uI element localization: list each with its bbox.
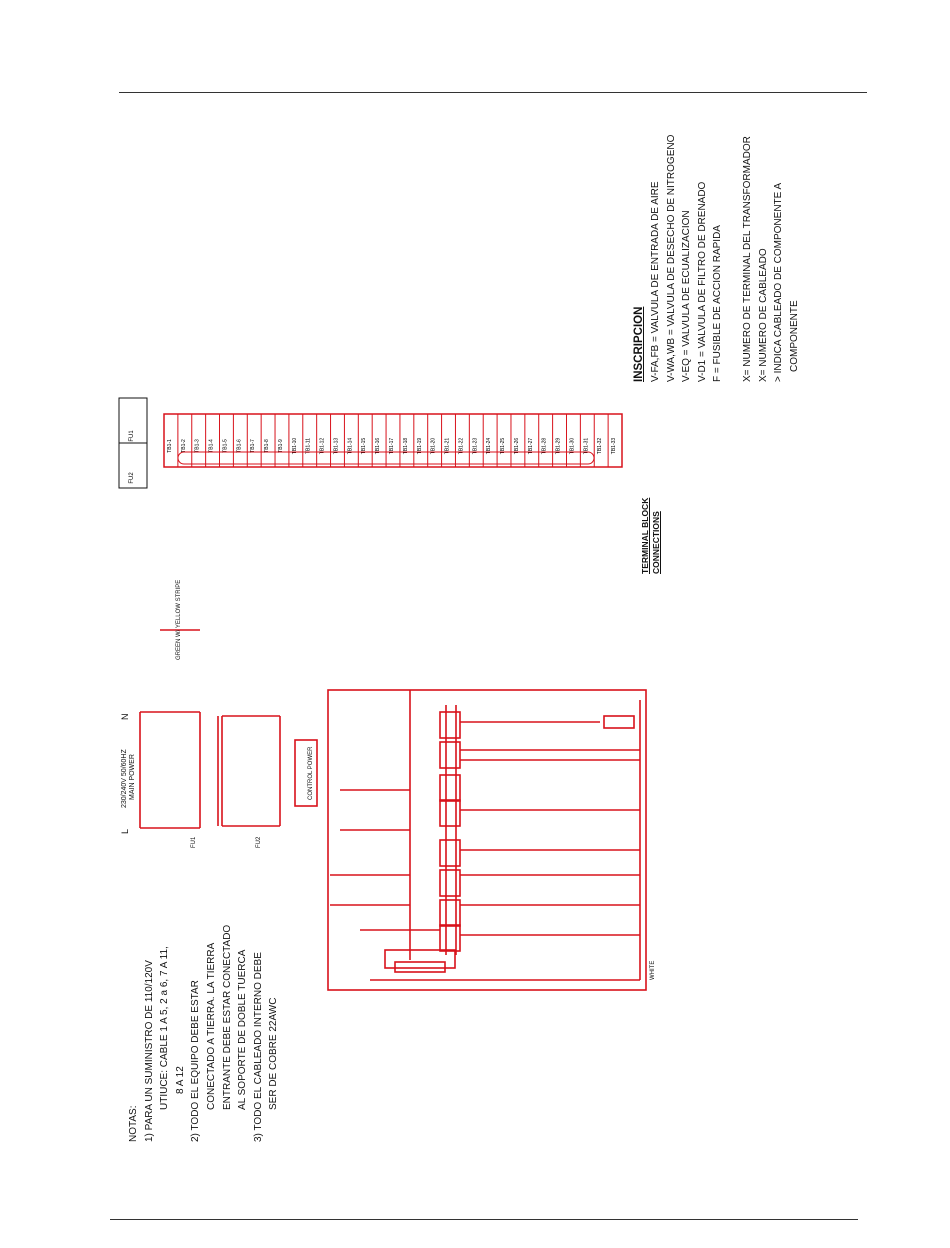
power-label: 230/240V 50/60HZ [121, 749, 128, 808]
terminal-label: TB1-4 [209, 439, 215, 453]
neutral-label: N [120, 714, 130, 721]
terminal-label: TB1-11 [306, 438, 312, 454]
tb-label-fu1: FU1 [129, 430, 135, 442]
terminal-label: TB1-28 [542, 438, 548, 455]
control-power-label: CONTROL POWER [308, 746, 314, 800]
fuse-1-label: FU1 [191, 836, 197, 848]
terminal-label: TB1-25 [500, 438, 506, 455]
terminal-label: TB1-1 [167, 439, 173, 453]
terminal-label: TB1-23 [472, 438, 478, 455]
terminal-label: TB1-7 [250, 439, 256, 453]
terminal-label: TB1-29 [556, 438, 562, 455]
terminal-label: TB1-26 [514, 438, 520, 455]
terminal-label: TB1-10 [292, 438, 298, 455]
terminal-label: TB1-32 [597, 438, 603, 455]
terminal-label: TB1-33 [611, 438, 617, 455]
line-label: L [120, 829, 130, 834]
terminal-label: TB1-2 [181, 439, 187, 453]
terminal-label: TB1-5 [222, 439, 228, 453]
terminal-label: TB1-24 [486, 438, 492, 455]
tb-label-fu2: FU2 [129, 472, 135, 484]
terminal-label: TB1-17 [389, 438, 395, 455]
ground-label: GREEN W/ YELLOW STRIPE [176, 580, 182, 660]
white-label: WHITE [650, 961, 656, 980]
terminal-label: TB1-3 [195, 439, 201, 453]
terminal-label: TB1-31 [583, 438, 589, 455]
terminal-label: TB1-27 [528, 438, 534, 455]
terminal-label: TB1-21 [445, 438, 451, 455]
terminal-label: TB1-13 [333, 438, 339, 455]
terminal-label: TB1-15 [361, 438, 367, 455]
terminal-label: TB1-22 [458, 438, 464, 455]
footer-rule [110, 1219, 858, 1220]
fuse-2-label: FU2 [256, 836, 262, 848]
terminal-label: TB1-18 [403, 438, 409, 455]
terminal-label: TB1-14 [347, 438, 353, 455]
terminal-label: TB1-19 [417, 438, 423, 455]
power-label-2: MAIN POWER [129, 754, 136, 800]
terminal-label: TB1-16 [375, 438, 381, 455]
terminal-label: TB1-20 [431, 438, 437, 455]
terminal-label: TB1-6 [236, 439, 242, 453]
terminal-label: TB1-12 [320, 438, 326, 455]
terminal-label: TB1-8 [264, 439, 270, 453]
terminal-label: TB1-30 [569, 438, 575, 455]
header-rule [119, 92, 867, 93]
terminal-label: TB1-9 [278, 439, 284, 453]
